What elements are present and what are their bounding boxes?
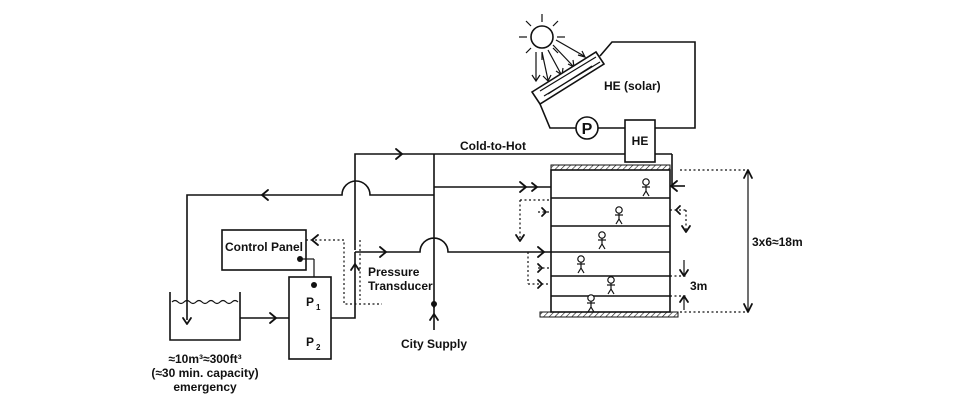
pump-unit: P 1 P 2	[288, 276, 332, 360]
solar-loop-left	[539, 103, 576, 129]
sun-icon	[519, 14, 565, 60]
he-label: HE	[632, 134, 649, 148]
control-panel: Control Panel	[221, 229, 307, 271]
person-icon	[597, 231, 607, 250]
supply-pipe-lower	[355, 237, 551, 253]
city-supply-label: City Supply	[401, 337, 467, 351]
heat-exchanger: HE	[624, 119, 656, 163]
tank-capacity-label: (≈30 min. capacity)	[151, 366, 258, 380]
cold-to-hot-pipe	[354, 153, 625, 250]
height-dimension: 3x6≈18m	[680, 169, 803, 313]
person-icon	[606, 276, 616, 295]
solar-loop-top	[599, 41, 696, 129]
return-pipe	[186, 180, 434, 320]
person-icon	[641, 178, 651, 197]
person-icon	[586, 294, 596, 313]
pressure-label-1: Pressure	[368, 265, 420, 279]
signal-line	[306, 239, 382, 305]
p1-label: P	[306, 295, 314, 309]
floor-height-dimension: 3m	[670, 260, 707, 310]
pump-label: P	[582, 121, 593, 138]
cold-to-hot-label: Cold-to-Hot	[460, 139, 526, 153]
p2-label: P	[306, 335, 314, 349]
building	[539, 164, 679, 318]
sun-rays	[531, 39, 587, 83]
emergency-tank	[169, 292, 241, 341]
solar-panel	[530, 50, 606, 106]
p1-subscript: 1	[316, 303, 321, 312]
height-total-label: 3x6≈18m	[752, 235, 803, 249]
tank-emergency-label: emergency	[173, 380, 237, 394]
floor-height-label: 3m	[690, 279, 707, 293]
pressure-label-2: Transducer	[368, 279, 433, 293]
control-panel-label: Control Panel	[225, 240, 303, 254]
p2-subscript: 2	[316, 343, 321, 352]
person-icon	[576, 255, 586, 274]
he-solar-label: HE (solar)	[604, 79, 661, 93]
circulation-pump: P	[575, 116, 599, 140]
person-icon	[614, 206, 624, 225]
tank-volume-label: ≈10m³≈300ft³	[168, 352, 241, 366]
